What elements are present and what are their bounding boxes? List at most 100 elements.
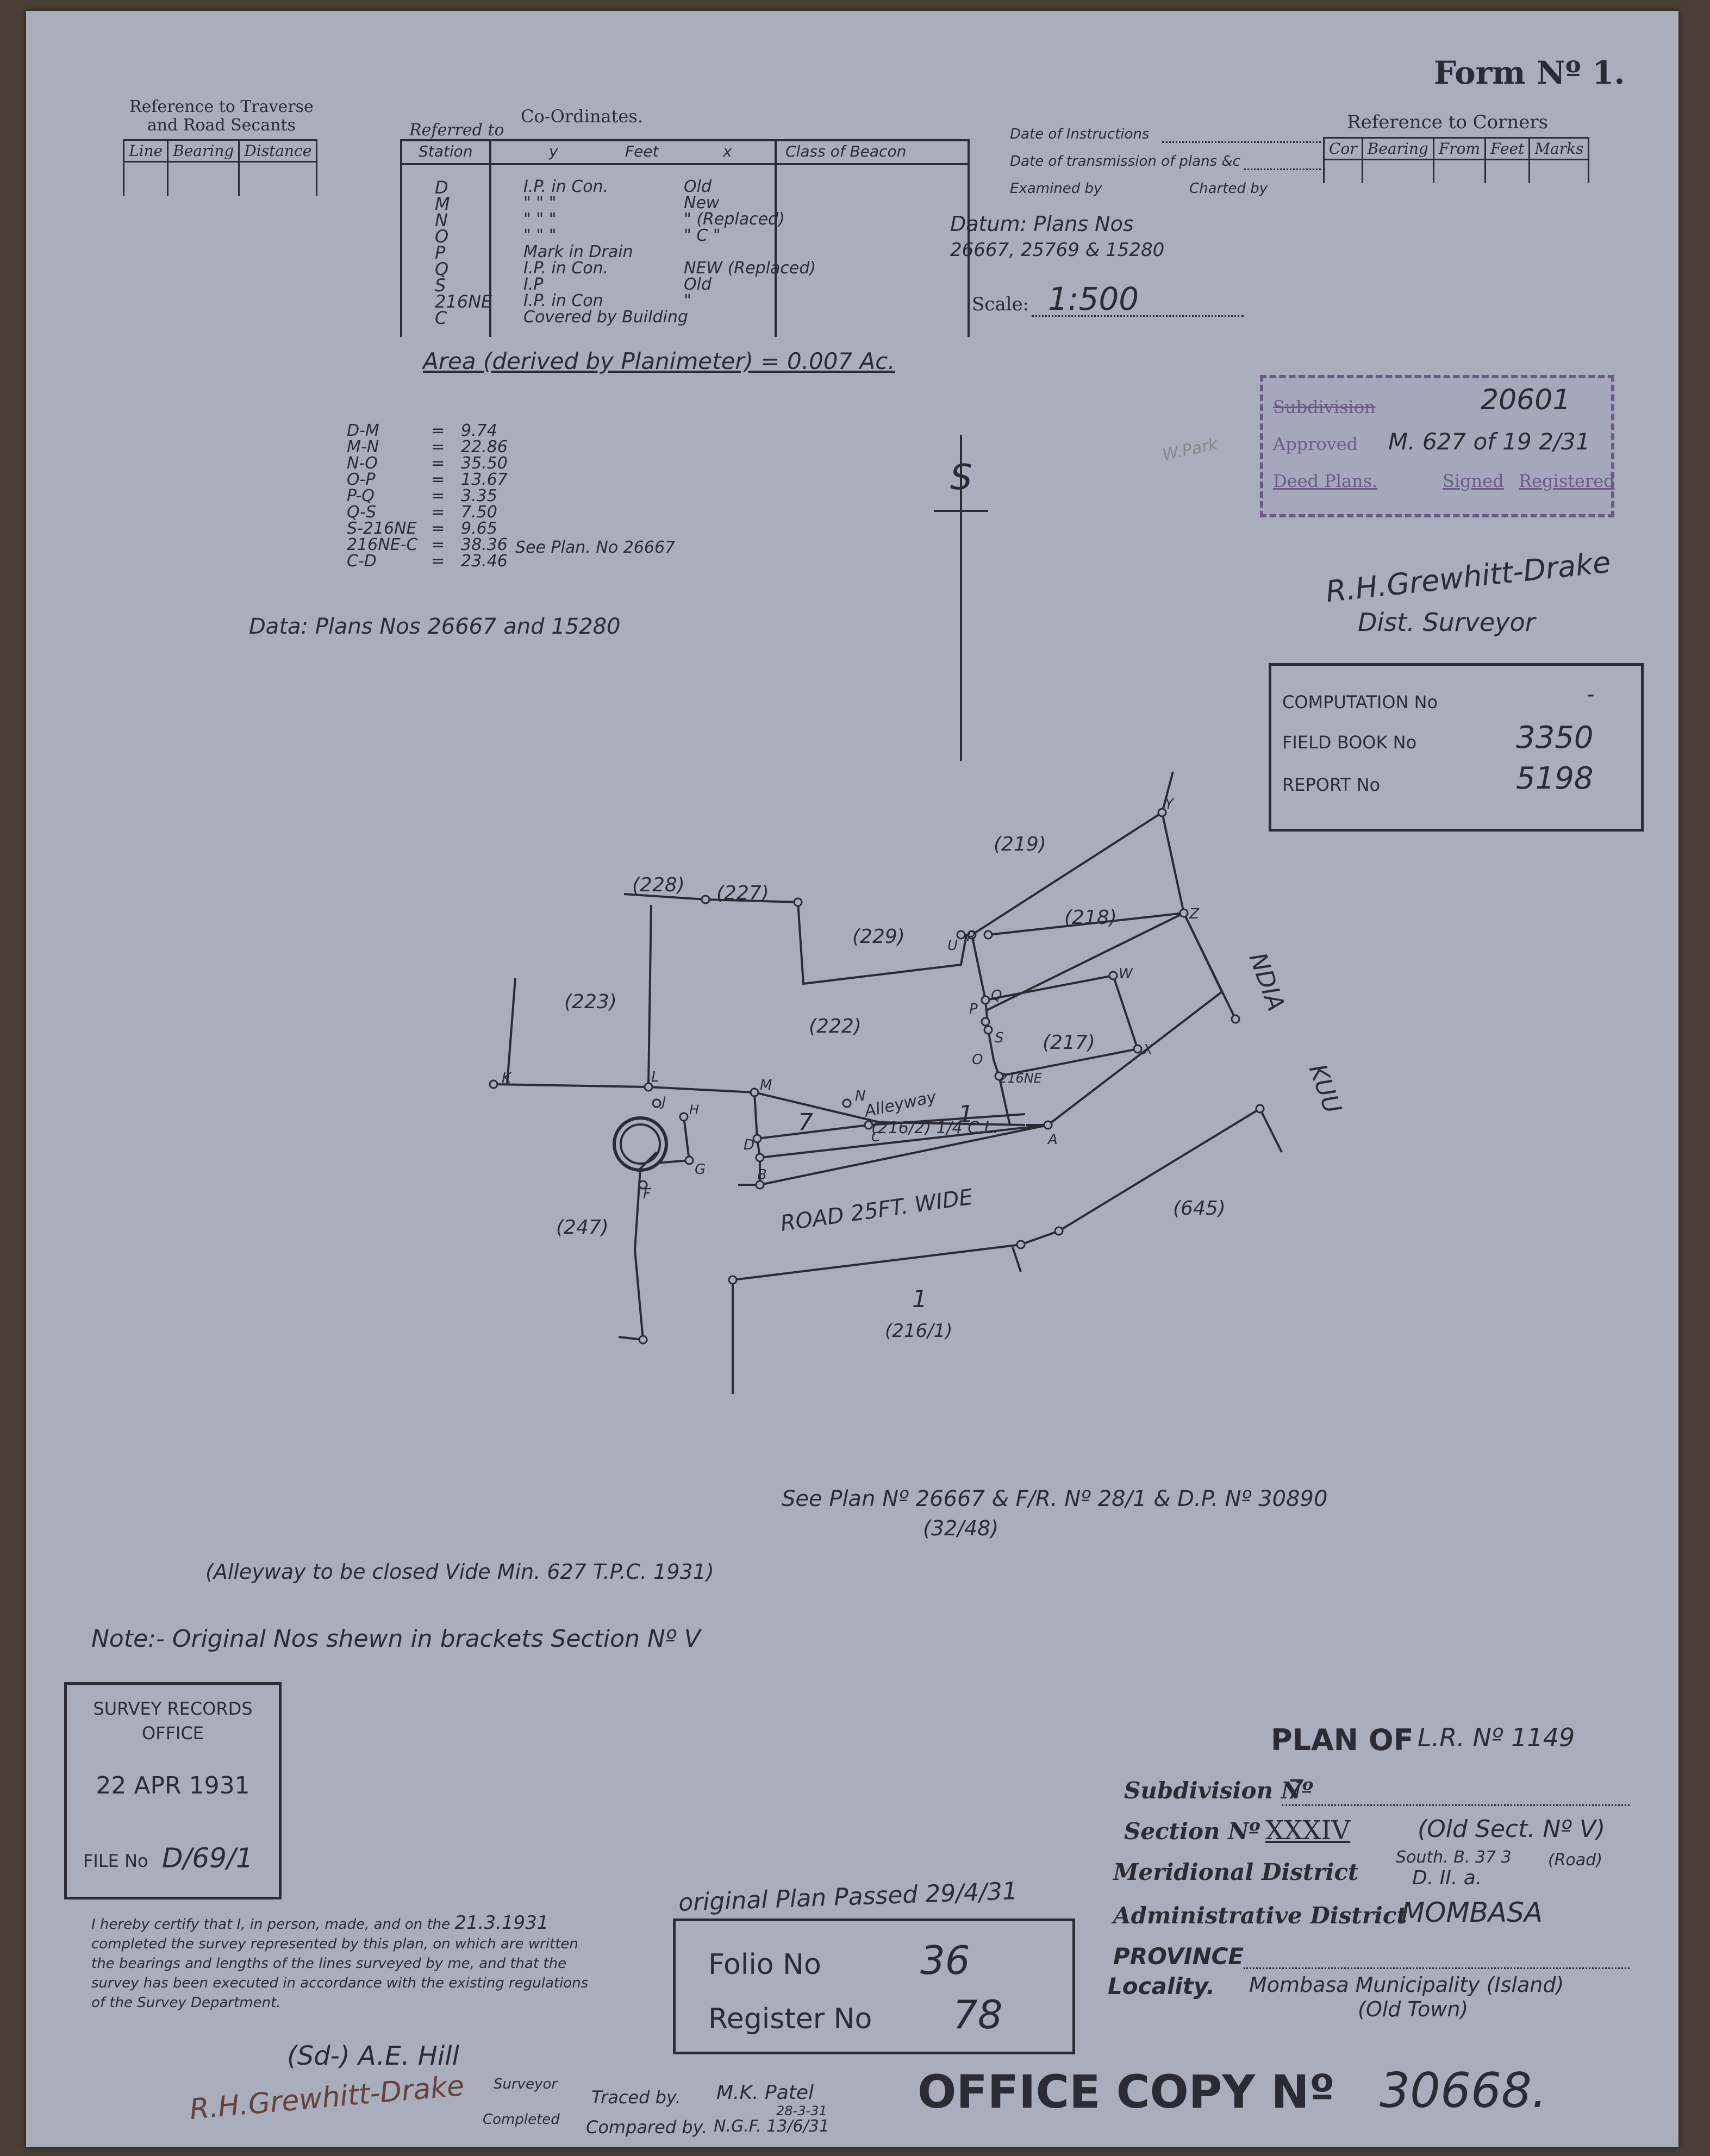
- traverse-table: Line Bearing Distance: [122, 139, 318, 196]
- locality-value: Mombasa Municipality (Island): [1249, 1973, 1564, 1997]
- section-note: Note:- Original Nos shewn in brackets Se…: [91, 1625, 701, 1653]
- stamp-registered: Registered: [1519, 471, 1615, 491]
- corners-header-cor: Cor: [1323, 137, 1363, 160]
- distance-equals: =: [431, 519, 445, 538]
- point-m: M: [760, 1077, 772, 1093]
- coord-beacon-status: Old: [684, 177, 712, 196]
- coord-beacon-status: ": [684, 291, 691, 310]
- see-plan-bottom-2: (32/48): [923, 1516, 999, 1540]
- section-value: XXXIV: [1265, 1815, 1351, 1846]
- register-value: 78: [953, 1992, 1003, 2038]
- road-note: (Road): [1548, 1851, 1603, 1870]
- date-of-instructions-label: Date of Instructions: [1010, 126, 1150, 142]
- folio-register-box: Folio No 36 Register No 78: [673, 1918, 1075, 2054]
- traverse-title-line2: and Road Secants: [147, 116, 296, 135]
- point-h: H: [689, 1102, 699, 1117]
- point-b: B: [757, 1167, 767, 1183]
- coord-beacon-type: " " ": [523, 193, 557, 213]
- datum-values: 26667, 25769 & 15280: [950, 239, 1165, 261]
- street-label-ndia: NDIA: [1244, 949, 1290, 1015]
- stamp-subdivision: Subdivision: [1273, 397, 1376, 417]
- cert-text4: survey has been executed in accordance w…: [91, 1975, 589, 1991]
- coord-beacon-status: New: [684, 193, 720, 213]
- north-label: S: [950, 458, 972, 498]
- coord-beacon-type: Covered by Building: [523, 308, 688, 327]
- signoff-surveyor-label: Surveyor: [494, 2076, 558, 2092]
- point-l: L: [651, 1069, 659, 1085]
- coord-beacon-status: Old: [684, 275, 712, 294]
- traverse-header-bearing: Bearing: [167, 139, 240, 163]
- distance-value: 3.35: [461, 486, 497, 505]
- coord-station: P: [435, 242, 446, 263]
- office-copy-number: 30668.: [1380, 2063, 1547, 2118]
- coordinates-referred-to: Referred to: [409, 121, 504, 140]
- corners-header-bearing: Bearing: [1361, 137, 1434, 160]
- signoff-completed-label: Completed: [483, 2111, 560, 2128]
- coordinates-table: Station y Feet x Class of Beacon: [400, 139, 970, 337]
- lot-1-label-a: 1: [958, 1101, 973, 1128]
- cert-text3: the bearings and lengths of the lines su…: [91, 1955, 567, 1972]
- point-g: G: [695, 1161, 706, 1178]
- coord-beacon-type: I.P. in Con.: [523, 259, 609, 278]
- corners-table: Cor Bearing From Feet Marks: [1323, 137, 1590, 183]
- parcel-223: (223): [564, 991, 617, 1013]
- fieldbook-label: FIELD BOOK No: [1282, 732, 1417, 753]
- coord-beacon-status: " C ": [684, 226, 721, 245]
- parcel-228: (228): [632, 874, 685, 896]
- scale-label: Scale:: [972, 293, 1029, 315]
- point-w: W: [1119, 966, 1133, 982]
- parcel-645: (645): [1173, 1197, 1226, 1220]
- parcel-218: (218): [1064, 907, 1117, 929]
- cert-text2: completed the survey represented by this…: [91, 1936, 578, 1952]
- records-line1: SURVEY RECORDS: [93, 1698, 253, 1719]
- report-value: 5198: [1516, 761, 1594, 796]
- coord-station: N: [435, 210, 448, 230]
- distance-line: N-O: [347, 454, 378, 473]
- old-section: (Old Sect. Nº V): [1418, 1815, 1606, 1843]
- fieldbook-value: 3350: [1516, 720, 1594, 755]
- administrative-value: MOMBASA: [1401, 1897, 1543, 1928]
- coord-station: O: [435, 226, 449, 247]
- coord-station: Q: [435, 259, 449, 279]
- coord-station: C: [435, 308, 447, 328]
- lot-7-label: 7: [798, 1109, 813, 1136]
- certificate: I hereby certify that I, in person, made…: [91, 1913, 588, 2013]
- subdivision-label: Subdivision Nº: [1124, 1777, 1314, 1804]
- section-label: Section Nº: [1124, 1818, 1260, 1845]
- distance-line: O-P: [347, 470, 376, 489]
- locality-label: Locality.: [1108, 1973, 1215, 1999]
- records-file-value: D/69/1: [162, 1842, 253, 1874]
- approval-stamp: Subdivision 20601 Approved M. 627 of 19 …: [1260, 375, 1615, 517]
- point-x: X: [1142, 1042, 1153, 1058]
- point-o: O: [972, 1052, 983, 1068]
- coord-beacon-status: " (Replaced): [684, 210, 785, 229]
- distance-line: D-M: [347, 421, 379, 440]
- scale-value: 1:500: [1048, 280, 1139, 317]
- computation-box: COMPUTATION No - FIELD BOOK No 3350 REPO…: [1269, 663, 1644, 832]
- distance-line: C-D: [347, 552, 377, 571]
- distance-equals: =: [431, 454, 445, 473]
- survey-records-stamp: SURVEY RECORDS OFFICE 22 APR 1931 FILE N…: [64, 1682, 282, 1899]
- distance-value: 13.67: [461, 470, 508, 489]
- alleyway-note: (Alleyway to be closed Vide Min. 627 T.P…: [205, 1560, 714, 1584]
- point-j: J: [660, 1094, 666, 1109]
- distance-line: S-216NE: [347, 519, 417, 538]
- datum-label: Datum: Plans Nos: [950, 212, 1134, 236]
- distance-value: 9.65: [461, 519, 497, 538]
- subdivision-value: 7: [1287, 1774, 1304, 1805]
- records-line2: OFFICE: [142, 1723, 204, 1743]
- traced-by-value: M.K. Patel: [716, 2082, 814, 2104]
- data-plans: Data: Plans Nos 26667 and 15280: [249, 614, 621, 639]
- point-d: D: [744, 1137, 754, 1153]
- signoff-sd: (Sd-) A.E. Hill: [287, 2041, 459, 2071]
- stamp-approved-value: M. 627 of 19 2/31: [1388, 428, 1590, 455]
- parcel-217: (217): [1043, 1032, 1095, 1054]
- distance-equals: =: [431, 486, 445, 505]
- form-number: Form Nº 1.: [1434, 54, 1625, 91]
- parcel-216-2: (216/2) 1/4 C.L.: [871, 1118, 998, 1138]
- parcel-219: (219): [994, 833, 1046, 855]
- coord-station: S: [435, 275, 446, 296]
- point-k: K: [502, 1070, 512, 1086]
- traverse-title: Reference to Traverse and Road Secants: [129, 98, 314, 135]
- see-plan-bottom: See Plan Nº 26667 & F/R. Nº 28/1 & D.P. …: [782, 1486, 1328, 1511]
